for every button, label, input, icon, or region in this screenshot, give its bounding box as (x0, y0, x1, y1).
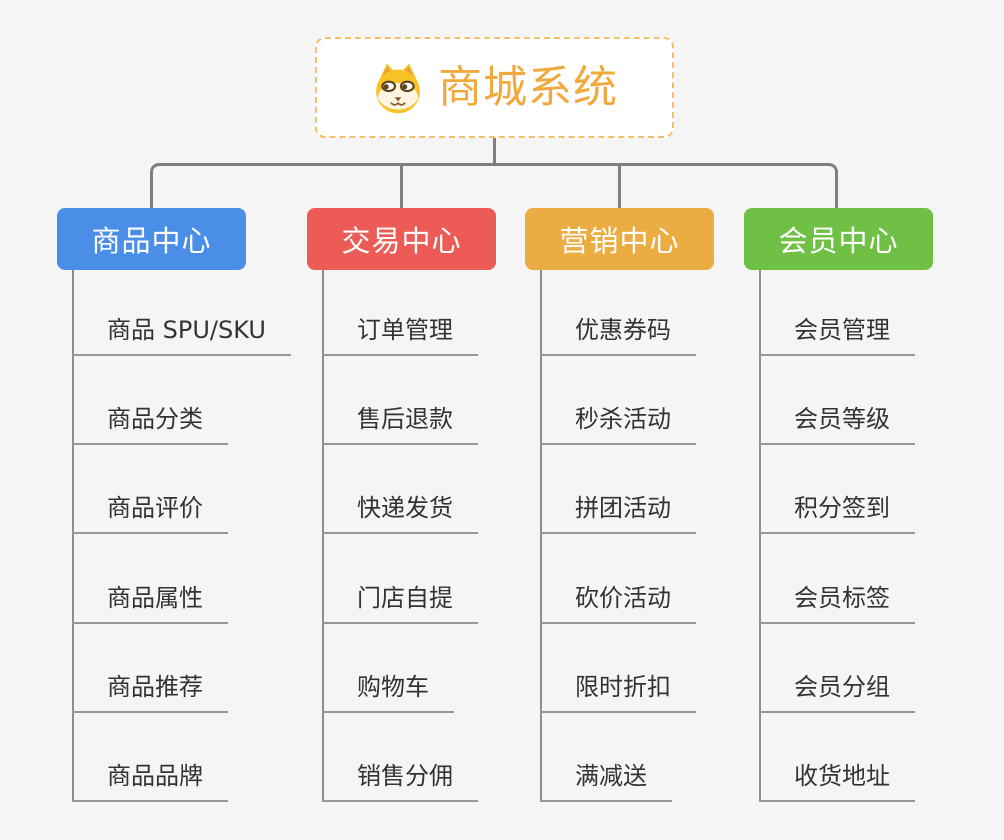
leaf-node[interactable]: 门店自提 (322, 582, 478, 624)
root-title: 商城系统 (438, 61, 618, 113)
leaf-node[interactable]: 商品品牌 (72, 760, 228, 802)
branch-subtree-line (72, 270, 74, 802)
leaf-node[interactable]: 收货地址 (759, 760, 915, 802)
leaf-node[interactable]: 满减送 (540, 760, 672, 802)
leaf-node[interactable]: 砍价活动 (540, 582, 696, 624)
leaf-node[interactable]: 商品评价 (72, 492, 228, 534)
branch-header[interactable]: 会员中心 (744, 208, 933, 270)
dog-icon (376, 63, 420, 113)
branch-subtree-line (759, 270, 761, 802)
leaf-node[interactable]: 商品 SPU/SKU (72, 314, 291, 356)
leaf-node[interactable]: 优惠券码 (540, 314, 696, 356)
leaf-node[interactable]: 快递发货 (322, 492, 478, 534)
root-connector-stub (493, 137, 496, 166)
leaf-node[interactable]: 商品推荐 (72, 671, 228, 713)
branch-subtree-line (322, 270, 324, 802)
branch-subtree-line (540, 270, 542, 802)
branch-header[interactable]: 商品中心 (57, 208, 246, 270)
leaf-node[interactable]: 积分签到 (759, 492, 915, 534)
leaf-node[interactable]: 订单管理 (322, 314, 478, 356)
root-node[interactable]: 商城系统 (315, 37, 674, 138)
leaf-node[interactable]: 会员分组 (759, 671, 915, 713)
branch-header[interactable]: 营销中心 (525, 208, 714, 270)
leaf-node[interactable]: 会员等级 (759, 403, 915, 445)
leaf-node[interactable]: 会员管理 (759, 314, 915, 356)
leaf-node[interactable]: 限时折扣 (540, 671, 696, 713)
leaf-node[interactable]: 会员标签 (759, 582, 915, 624)
leaf-node[interactable]: 购物车 (322, 671, 454, 713)
branch-connector-stub-3 (618, 165, 621, 208)
leaf-node[interactable]: 商品分类 (72, 403, 228, 445)
leaf-node[interactable]: 秒杀活动 (540, 403, 696, 445)
leaf-node[interactable]: 拼团活动 (540, 492, 696, 534)
leaf-node[interactable]: 售后退款 (322, 403, 478, 445)
leaf-node[interactable]: 商品属性 (72, 582, 228, 624)
branch-connector-frame (150, 163, 838, 208)
branch-header[interactable]: 交易中心 (307, 208, 496, 270)
leaf-node[interactable]: 销售分佣 (322, 760, 478, 802)
branch-connector-stub-2 (400, 165, 403, 208)
